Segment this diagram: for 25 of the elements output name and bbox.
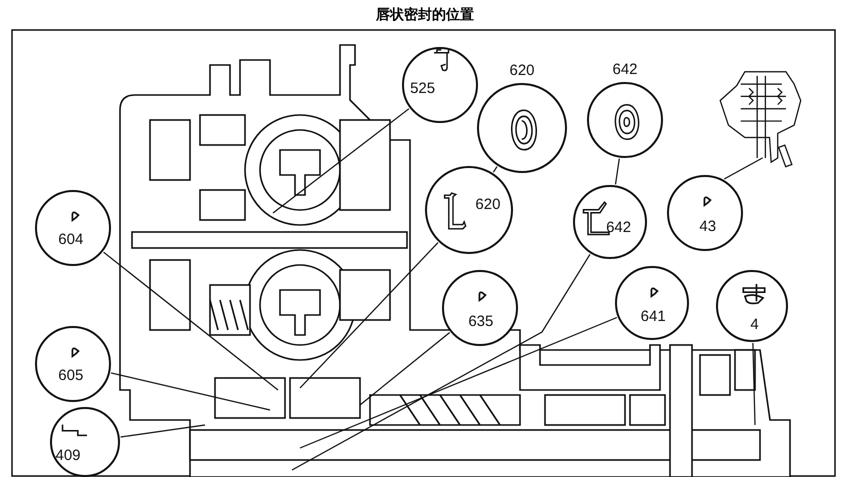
callout-number: 642 [611, 62, 639, 77]
callout-number: 525 [410, 80, 436, 96]
callout-number: 409 [56, 448, 81, 462]
callout-number: 4 [750, 316, 759, 332]
leader-line [614, 158, 620, 184]
leader-line [300, 242, 438, 388]
leader-line [724, 157, 763, 180]
callout-number: 43 [699, 218, 716, 234]
leader-line [120, 424, 206, 438]
leader-line [752, 342, 756, 426]
leader-line [103, 252, 278, 390]
callout-number: 604 [58, 232, 84, 247]
callout-circle [442, 270, 518, 346]
callout-number: 620 [475, 197, 500, 212]
callout-number: 605 [58, 368, 84, 383]
leader-line [360, 332, 450, 406]
callout-number: 620 [508, 63, 536, 78]
callout-number: 642 [606, 220, 632, 236]
callout-number: 635 [468, 314, 494, 329]
callout-number: 641 [640, 308, 666, 324]
leader-line [300, 316, 618, 449]
leader-line [292, 254, 591, 471]
leader-line [492, 166, 498, 173]
diagram-title: 唇状密封的位置 [374, 6, 475, 24]
leader-line [110, 372, 270, 411]
